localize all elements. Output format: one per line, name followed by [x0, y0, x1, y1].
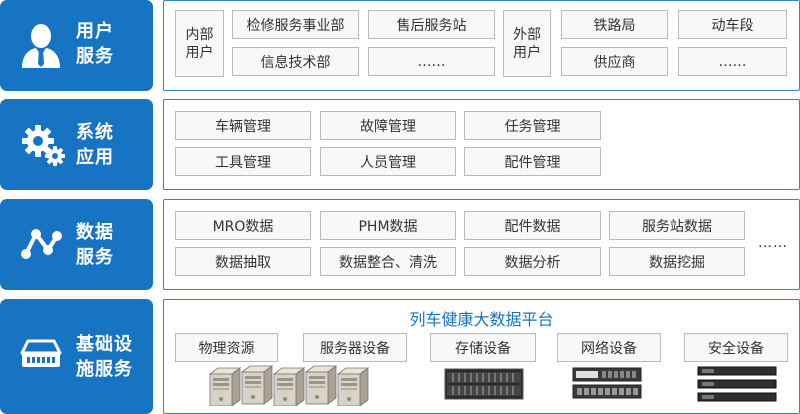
item-phm-data: PHM数据 [320, 211, 456, 240]
item-service-station-data: 服务站数据 [609, 211, 745, 240]
user-icon [22, 24, 60, 68]
platform-title: 列车健康大数据平台 [409, 310, 554, 329]
layer-title: 用户 服务 [76, 21, 114, 67]
panel-data-service: MRO数据 PHM数据 配件数据 服务站数据 数据抽取 数据整合、清洗 数据分析… [163, 199, 800, 290]
network-switch-image [572, 367, 642, 399]
layer-system-app: 系统 应用 车辆管理 故障管理 任务管理 工具管理 人员管理 配件管理 [0, 99, 800, 190]
gears-icon [22, 125, 65, 166]
item-data-extraction: 数据抽取 [175, 247, 311, 276]
item-network-equipment: 网络设备 [557, 333, 661, 362]
item-aftersales-station: 售后服务站 [368, 10, 495, 39]
panel-infrastructure: 列车健康大数据平台 物理资源 服务器设备 存储设备 网络设备 安全设备 [163, 299, 800, 414]
item-data-integration: 数据整合、清洗 [320, 247, 456, 276]
panel-user-service: 内部 用户 检修服务事业部 售后服务站 信息技术部 …… 外部 用户 铁路局 动… [163, 0, 800, 91]
layer-infrastructure: 基础设 施服务 列车健康大数据平台 物理资源 服务器设备 存储设备 网络设备 安… [0, 299, 800, 414]
layer-data-service: 数据 服务 MRO数据 PHM数据 配件数据 服务站数据 数据抽取 数据整合、清… [0, 199, 800, 290]
panel-system-app: 车辆管理 故障管理 任务管理 工具管理 人员管理 配件管理 [163, 99, 800, 190]
layer-title: 基础设 施服务 [76, 334, 133, 380]
item-storage-equipment: 存储设备 [430, 333, 536, 362]
side-label-system-app: 系统 应用 [0, 99, 153, 190]
layer-title: 系统 应用 [76, 122, 114, 168]
side-label-infrastructure: 基础设 施服务 [0, 299, 153, 414]
item-data-mining: 数据挖掘 [609, 247, 745, 276]
layer-user-service: 用户 服务 内部 用户 检修服务事业部 售后服务站 信息技术部 …… 外部 用户… [0, 0, 800, 91]
item-emu-depot: 动车段 [678, 10, 787, 39]
item-mro-data: MRO数据 [175, 211, 311, 240]
item-task-mgmt: 任务管理 [464, 111, 601, 140]
item-security-equipment: 安全设备 [684, 333, 788, 362]
item-maintenance-dept: 检修服务事业部 [232, 10, 359, 39]
item-vehicle-mgmt: 车辆管理 [175, 111, 311, 140]
server-towers-image [209, 365, 369, 406]
item-parts-mgmt: 配件管理 [464, 147, 601, 176]
item-railway-bureau: 铁路局 [561, 10, 668, 39]
network-nodes-icon [21, 229, 62, 259]
item-tool-mgmt: 工具管理 [175, 147, 311, 176]
storage-array-image [444, 368, 524, 400]
internal-user-label: 内部 用户 [175, 10, 224, 77]
side-label-user-service: 用户 服务 [0, 0, 153, 91]
item-physical-resources: 物理资源 [175, 333, 278, 362]
external-user-label: 外部 用户 [503, 10, 551, 77]
item-it-dept: 信息技术部 [232, 47, 359, 76]
item-personnel-mgmt: 人员管理 [320, 147, 456, 176]
item-data-analysis: 数据分析 [464, 247, 601, 276]
security-appliance-image [697, 366, 777, 402]
item-internal-more: …… [368, 47, 495, 76]
item-server-equipment: 服务器设备 [303, 333, 407, 362]
item-external-more: …… [678, 47, 787, 76]
layer-title: 数据 服务 [76, 222, 114, 268]
item-parts-data: 配件数据 [464, 211, 601, 240]
more-ellipsis: …… [758, 235, 788, 251]
server-icon [20, 339, 62, 367]
item-supplier: 供应商 [561, 47, 668, 76]
side-label-data-service: 数据 服务 [0, 199, 153, 290]
item-fault-mgmt: 故障管理 [320, 111, 456, 140]
